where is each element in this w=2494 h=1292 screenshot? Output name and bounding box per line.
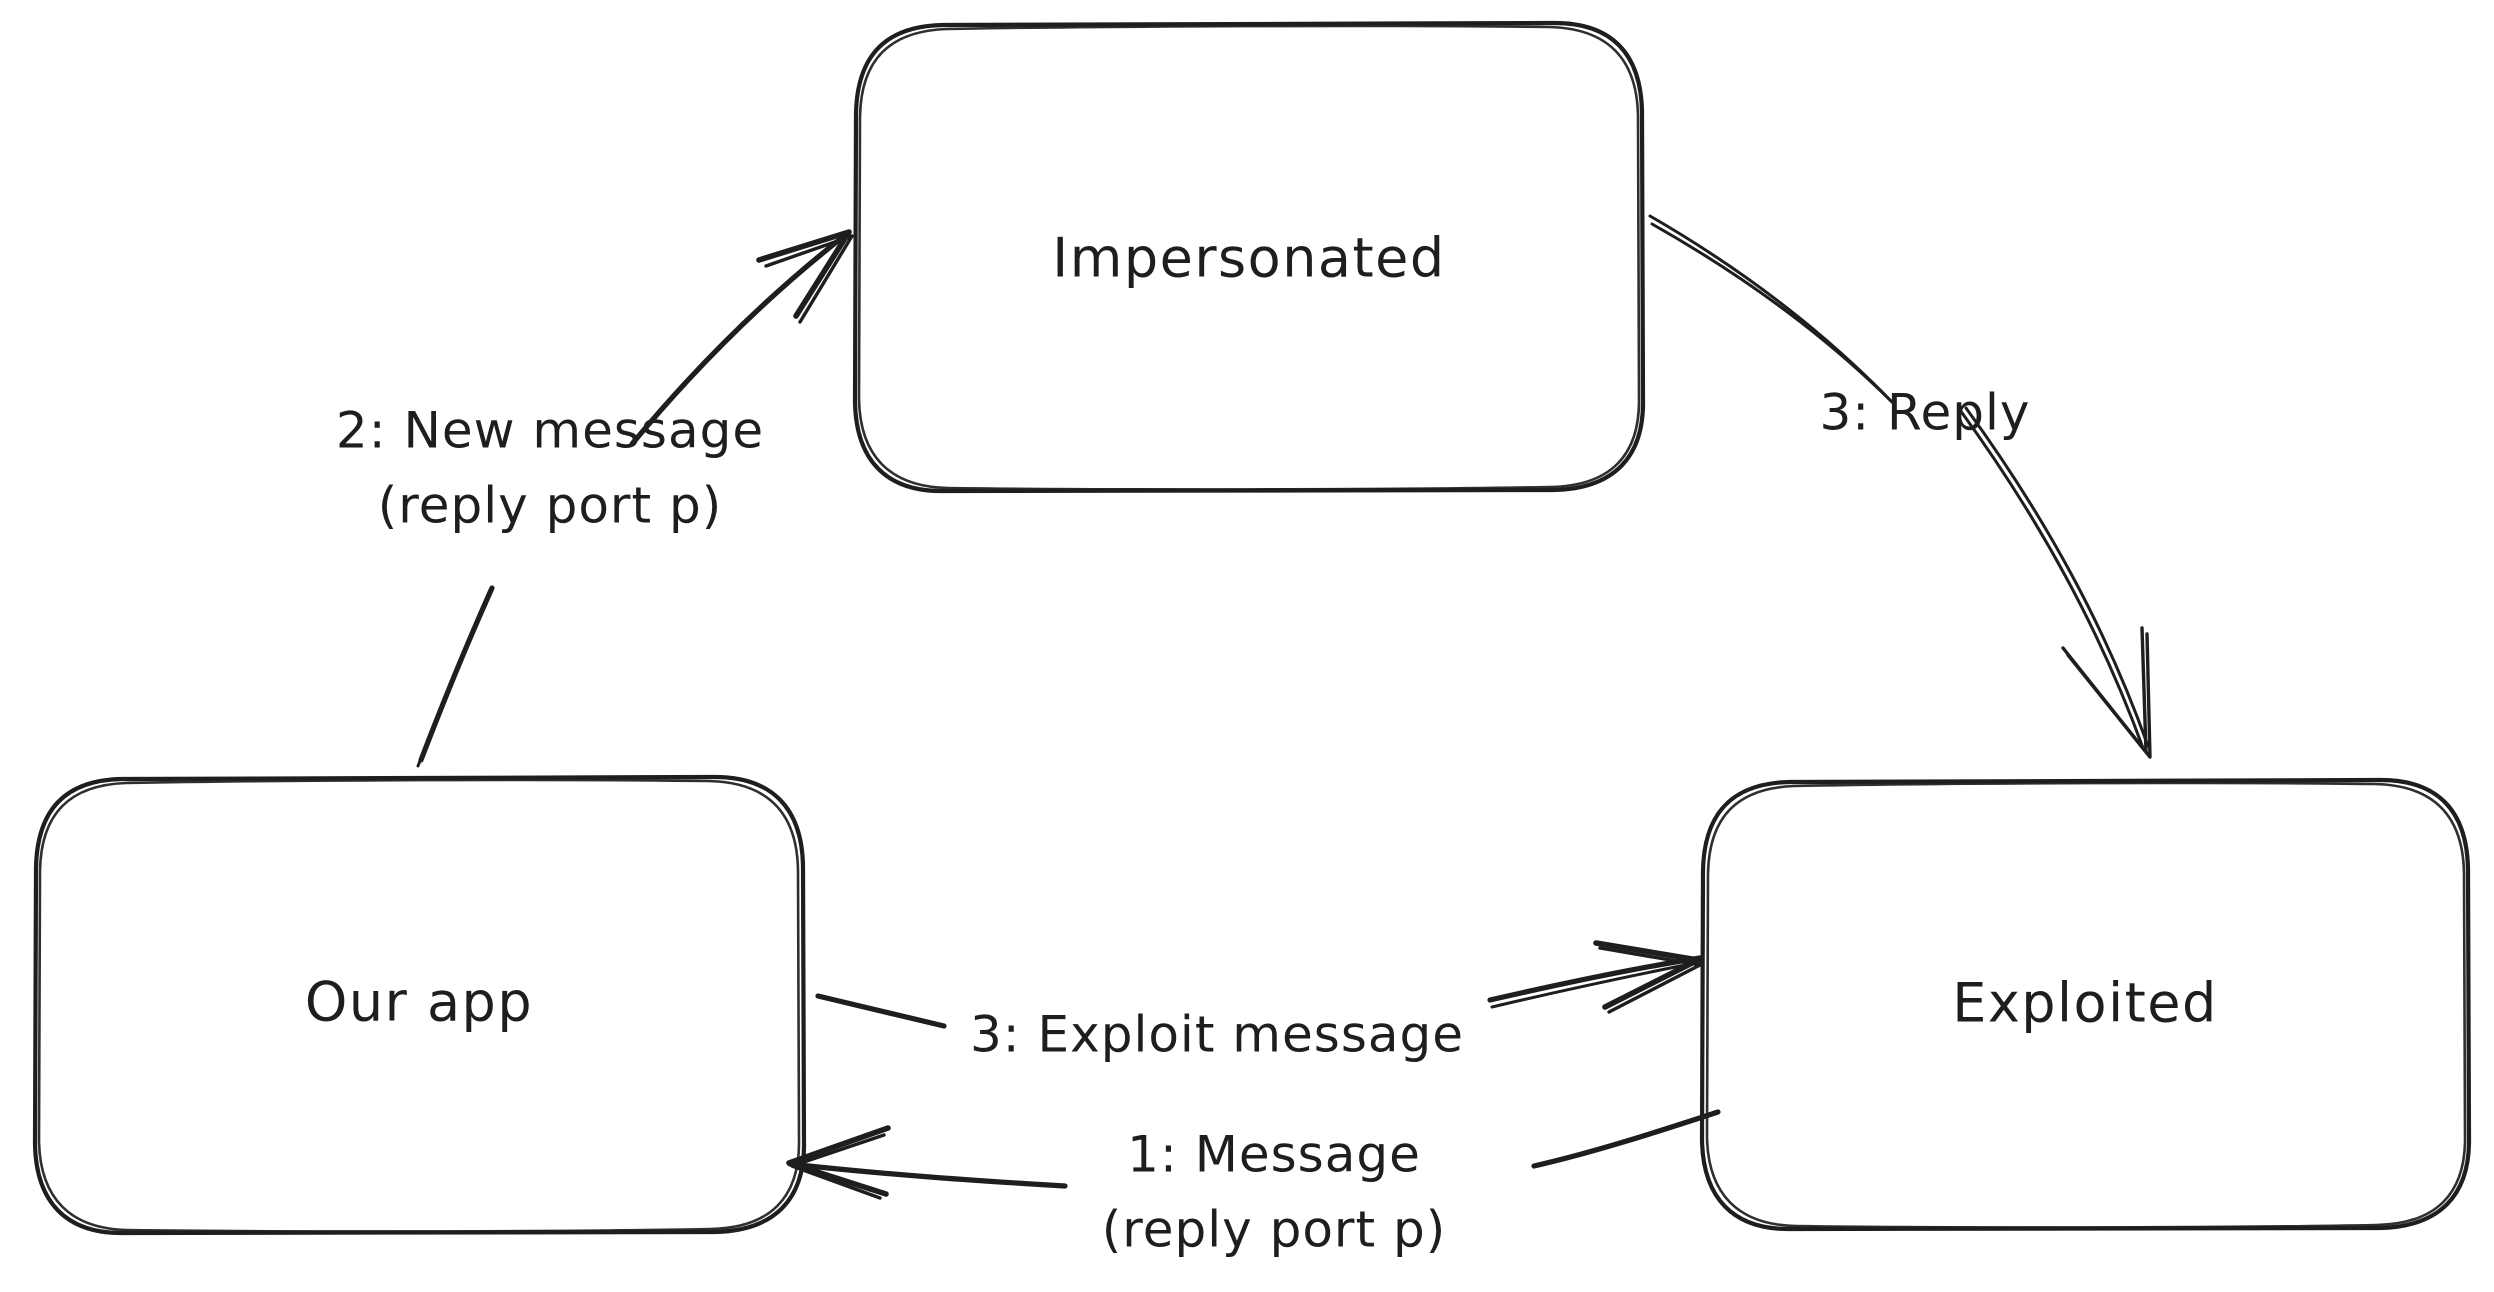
edge-message-label-line2: (reply port p) (1102, 1201, 1446, 1259)
edge-new-message-line-upper (629, 230, 851, 447)
node-our-app-label: Our app (305, 971, 533, 1034)
node-impersonated-shape-sketch (857, 24, 1641, 491)
edge-new-message-label-line2: (reply port p) (378, 477, 722, 535)
node-impersonated[interactable]: Impersonated (852, 20, 1646, 494)
edge-message[interactable]: 1: Message (reply port p) (786, 1109, 1721, 1259)
edge-exploit-message[interactable]: 3: Exploit message (815, 940, 1703, 1064)
node-impersonated-label: Impersonated (1052, 227, 1445, 290)
edge-message-label-line1: 1: Message (1127, 1126, 1421, 1184)
edge-reply-line-lower (1958, 408, 2145, 750)
node-exploited-label: Exploited (1952, 972, 2218, 1035)
edge-reply-label-line1: 3: Reply (1819, 384, 2030, 442)
edge-message-arrowhead (786, 1125, 891, 1197)
edge-exploit-message-line-right (1487, 955, 1703, 1003)
edge-exploit-message-arrowhead (1593, 940, 1701, 1010)
node-exploited-shape-sketch (1705, 781, 2467, 1229)
edge-reply-line-upper-sketch (1650, 222, 1896, 406)
edge-message-line-left (787, 1161, 1068, 1189)
edge-message-arrowhead-sketch (790, 1133, 886, 1200)
edge-message-line-right (1531, 1109, 1721, 1169)
edge-exploit-message-line-left (815, 993, 947, 1029)
edge-exploit-message-label: 3: Exploit message (970, 1006, 1464, 1064)
edge-reply-line-lower-sketch (1964, 406, 2150, 748)
node-our-app[interactable]: Our app (32, 774, 807, 1236)
edge-new-message-label-line1: 2: New message (336, 402, 764, 460)
edge-new-message[interactable]: 2: New message (reply port p) (336, 229, 854, 768)
edge-exploit-message-line-right-sketch (1490, 960, 1702, 1009)
edge-new-message-line-lower-sketch (416, 590, 492, 768)
node-our-app-shape-sketch (37, 778, 801, 1233)
edge-new-message-arrowhead (756, 229, 852, 319)
node-exploited[interactable]: Exploited (1699, 777, 2472, 1232)
edge-exploit-message-arrowhead-sketch (1598, 946, 1702, 1014)
edge-reply-arrowhead-sketch (2066, 632, 2152, 759)
edge-new-message-arrowhead-sketch (764, 234, 854, 324)
edge-reply-arrowhead (2061, 626, 2148, 754)
edge-reply[interactable]: 3: Reply (1648, 214, 2152, 759)
